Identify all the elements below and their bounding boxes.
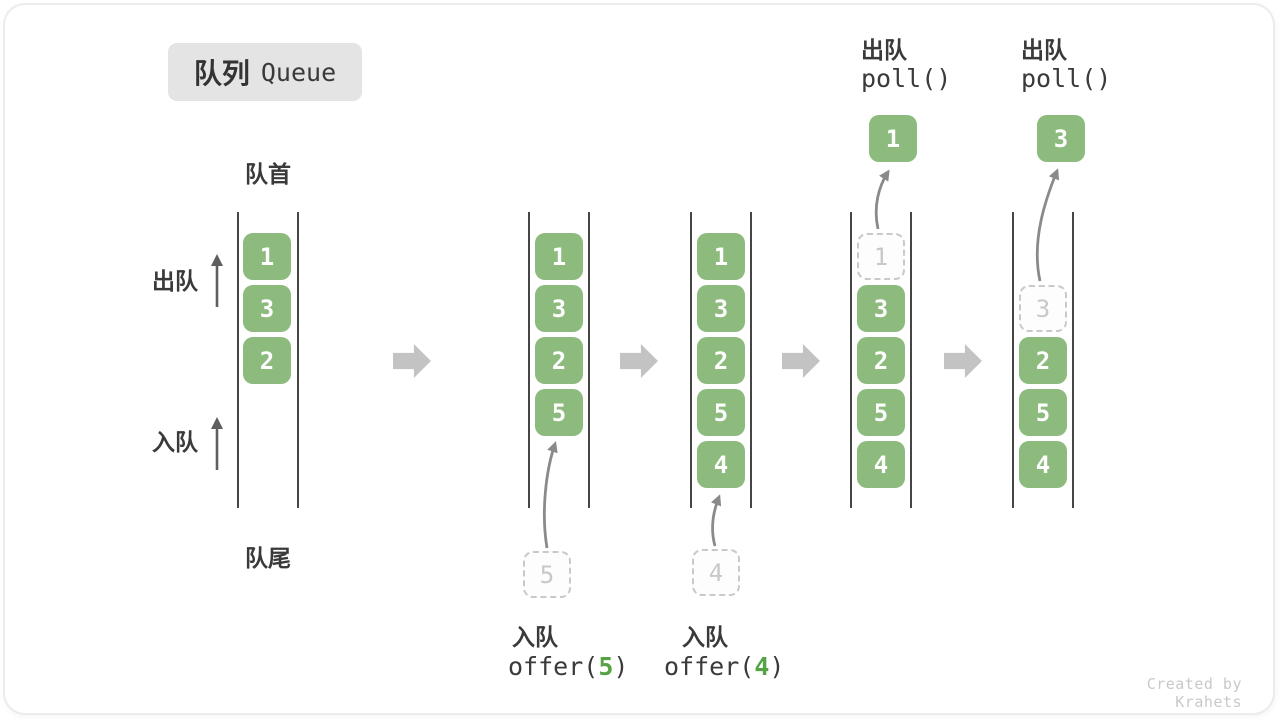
rail-right xyxy=(297,212,299,508)
queue-cell: 1 xyxy=(243,233,291,280)
rail-left xyxy=(850,212,852,508)
queue-cell: 2 xyxy=(857,337,905,384)
rail-right xyxy=(910,212,912,508)
op-arg: 4 xyxy=(754,652,770,681)
queue-cell: 4 xyxy=(1019,441,1067,488)
queue-cell: 3 xyxy=(697,285,745,332)
op-enqueue-code: offer(4) xyxy=(664,652,785,681)
popped-cell: 3 xyxy=(1037,115,1085,162)
rail-left xyxy=(528,212,530,508)
incoming-cell: 5 xyxy=(523,551,571,598)
title-en: Queue xyxy=(260,57,337,87)
queue-cell: 4 xyxy=(857,441,905,488)
label-enqueue-side: 入队 xyxy=(152,429,198,455)
op-dequeue-code: poll() xyxy=(861,64,952,93)
op-enqueue-label: 入队 xyxy=(682,624,728,650)
queue-cell: 2 xyxy=(535,337,583,384)
removed-cell: 3 xyxy=(1019,285,1067,332)
rail-left xyxy=(237,212,239,508)
queue-cell: 3 xyxy=(535,285,583,332)
op-enqueue-label: 入队 xyxy=(512,624,558,650)
rail-left xyxy=(1012,212,1014,508)
title-badge: 队列 Queue xyxy=(168,43,362,101)
queue-cell: 5 xyxy=(857,389,905,436)
popped-cell: 1 xyxy=(869,115,917,162)
queue-cell: 3 xyxy=(243,285,291,332)
queue-cell: 1 xyxy=(697,233,745,280)
queue-cell: 4 xyxy=(697,441,745,488)
queue-cell: 2 xyxy=(1019,337,1067,384)
rail-right xyxy=(1072,212,1074,508)
label-queue-rear: 队尾 xyxy=(245,545,291,571)
title-zh: 队列 xyxy=(193,58,250,89)
incoming-cell: 4 xyxy=(692,549,740,596)
op-enqueue-code: offer(5) xyxy=(508,652,629,681)
queue-cell: 3 xyxy=(857,285,905,332)
rail-left xyxy=(690,212,692,508)
watermark: Created by Krahets xyxy=(1146,675,1242,711)
op-dequeue-label: 出队 xyxy=(1021,37,1067,63)
removed-cell: 1 xyxy=(857,233,905,280)
op-dequeue-code: poll() xyxy=(1021,64,1112,93)
op-arg: 5 xyxy=(598,652,614,681)
label-queue-front: 队首 xyxy=(245,161,291,187)
label-dequeue-side: 出队 xyxy=(152,268,198,294)
queue-cell: 5 xyxy=(697,389,745,436)
queue-cell: 5 xyxy=(535,389,583,436)
queue-cell: 2 xyxy=(697,337,745,384)
op-dequeue-label: 出队 xyxy=(861,37,907,63)
queue-cell: 2 xyxy=(243,337,291,384)
queue-cell: 1 xyxy=(535,233,583,280)
rail-right xyxy=(588,212,590,508)
rail-right xyxy=(750,212,752,508)
queue-cell: 5 xyxy=(1019,389,1067,436)
